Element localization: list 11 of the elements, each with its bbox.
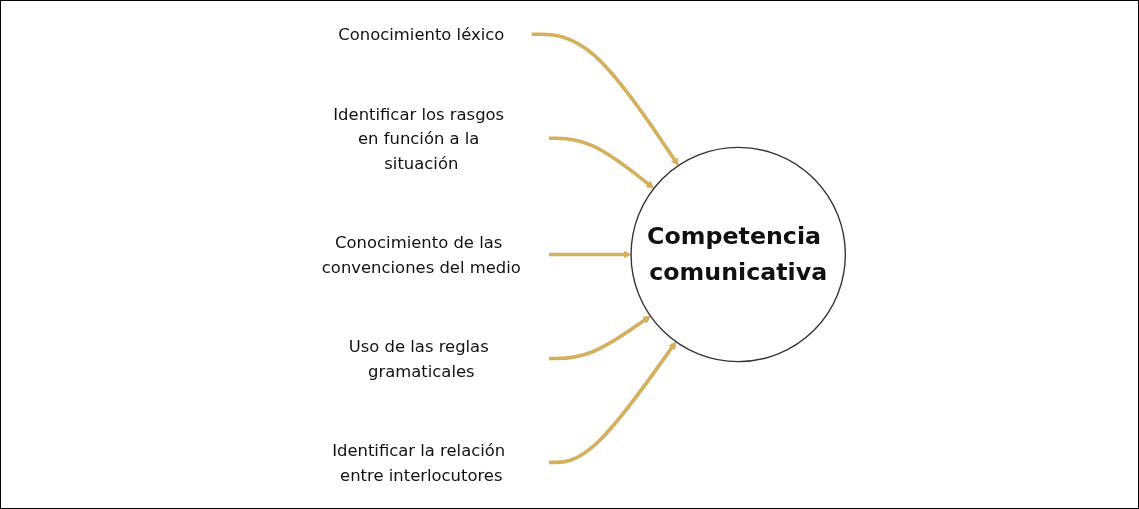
- node-text: Identificar los rasgos en función a la situación: [333, 104, 505, 173]
- arrow: [549, 136, 655, 189]
- node-text: Conocimiento léxico: [338, 24, 505, 44]
- node-text: Conocimiento de las convenciones del medio: [321, 232, 521, 277]
- arrow: [549, 315, 651, 361]
- node-circle: Competencia comunicativa: [630, 146, 847, 363]
- arrow: [549, 341, 677, 465]
- node-text: Identificar la relación entre interlocutores: [332, 440, 506, 485]
- node-text: Uso de las reglas gramaticales: [348, 336, 489, 381]
- arrow: [531, 32, 679, 166]
- arrow: [549, 250, 632, 259]
